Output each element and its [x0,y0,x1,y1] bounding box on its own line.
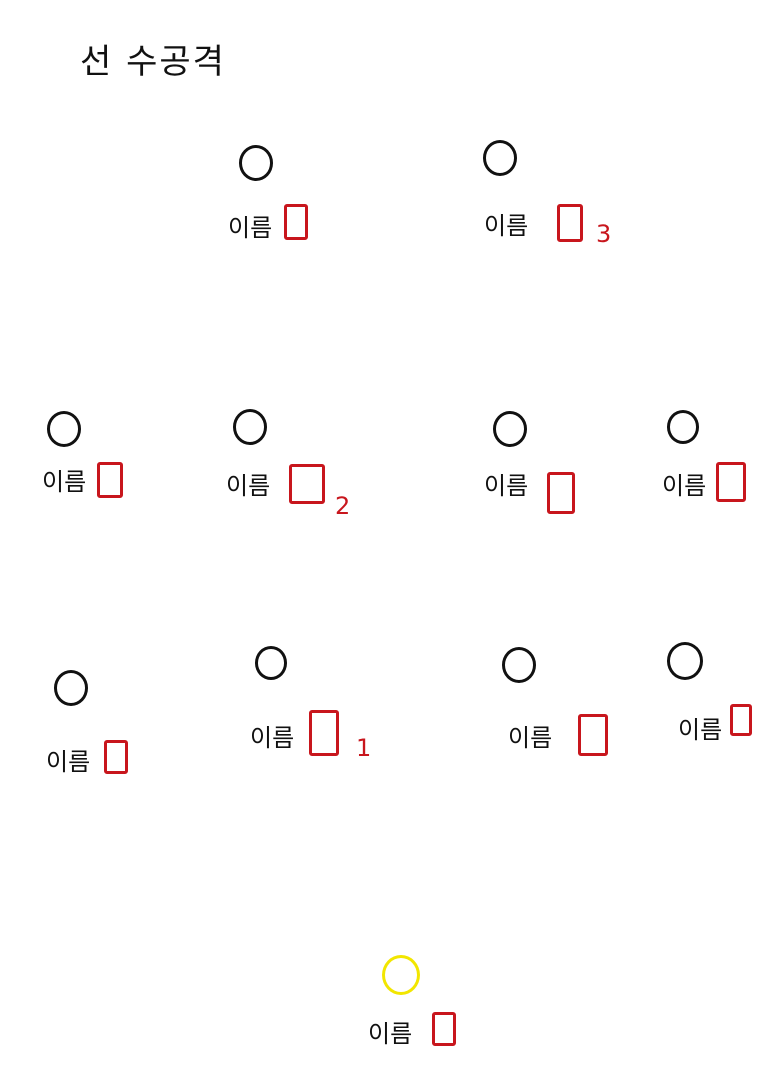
player-name: 이름 [484,212,529,240]
order-number: 3 [596,220,612,248]
number-box-icon [289,464,325,504]
player-circle-icon [483,140,517,176]
number-box-icon [309,710,339,756]
player-circle-icon [667,410,699,444]
player-name: 이름 [228,214,273,242]
player-circle-icon [502,647,536,683]
number-box-icon [730,704,752,736]
player-name: 이름 [250,724,295,752]
player-name: 이름 [508,724,553,752]
player-name: 이름 [368,1020,413,1048]
player-name: 이름 [662,472,707,500]
player-circle-icon [233,409,267,445]
player-name: 이름 [46,748,91,776]
player-name: 이름 [484,472,529,500]
number-box-icon [547,472,575,514]
number-box-icon [557,204,583,242]
order-number: 1 [356,734,372,762]
player-circle-icon [382,955,420,995]
player-circle-icon [47,411,81,447]
player-name: 이름 [678,716,723,744]
number-box-icon [104,740,128,774]
player-name: 이름 [42,468,87,496]
player-circle-icon [255,646,287,680]
player-name: 이름 [226,472,271,500]
player-circle-icon [667,642,703,680]
number-box-icon [97,462,123,498]
player-circle-icon [54,670,88,706]
number-box-icon [284,204,308,240]
number-box-icon [578,714,608,756]
page-title: 선 수공격 [80,42,226,82]
order-number: 2 [335,492,351,520]
number-box-icon [432,1012,456,1046]
player-circle-icon [493,411,527,447]
number-box-icon [716,462,746,502]
player-circle-icon [239,145,273,181]
